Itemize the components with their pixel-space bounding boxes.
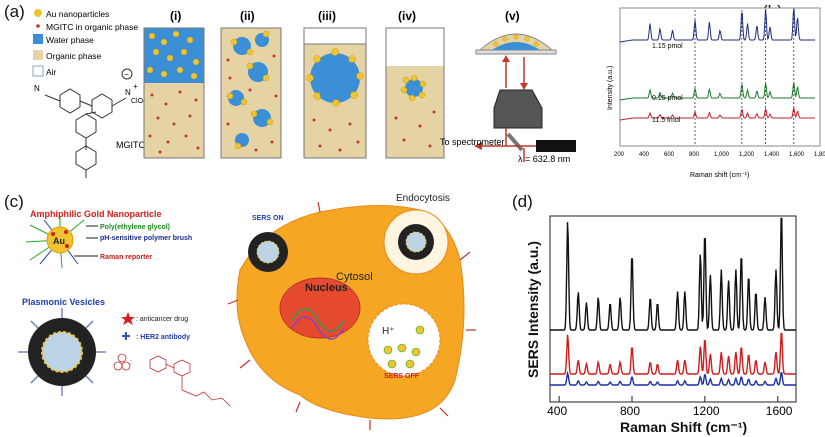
series-label-1: 1.15 pmol <box>652 43 683 50</box>
molecule-name: MGITC <box>116 140 145 150</box>
step-iv-label: (iv) <box>398 9 416 23</box>
cuvette-iv <box>385 27 445 159</box>
star-icon <box>121 312 135 325</box>
legend-organic-swatch <box>33 50 43 60</box>
panel-c-figure: Amphiphilic Gold Nanoparticle Au Poly(et… <box>8 193 476 430</box>
series-label-3: 11.5 fmol <box>652 117 681 124</box>
dna-strand <box>291 308 345 332</box>
chart-b-series-line <box>619 8 815 43</box>
n-right-label: N <box>125 88 131 97</box>
au-nanoparticle <box>25 216 85 269</box>
endocytosis-label: Endocytosis <box>396 193 450 204</box>
legend-au-np-label: Au nanoparticles <box>46 9 109 19</box>
chart-d-series-line <box>550 332 796 375</box>
raman-label: Raman reporter <box>100 254 152 261</box>
chart-b-xtick: 400 <box>639 152 650 158</box>
wavelength-label: λ = 632.8 nm <box>518 154 570 164</box>
chart-b-xtick: 1,800 <box>814 152 825 158</box>
lysosome <box>367 303 441 377</box>
cytosol-label: Cytosol <box>336 271 373 283</box>
sers-off-label: SERS OFF <box>384 373 420 380</box>
chart-b-ylabel: Intensity (a.u.) <box>607 66 614 110</box>
minus-sign: − <box>124 70 129 79</box>
panel-c-label: (c) <box>4 192 24 211</box>
mgitc-structure <box>44 88 127 178</box>
chart-b-xtick: 200 <box>614 152 625 158</box>
nucleus-label: Nucleus <box>305 282 348 294</box>
series-label-2: 0.15 pmol <box>652 95 683 102</box>
cuvette-i <box>143 27 205 159</box>
sers-on-label: SERS ON <box>252 215 284 222</box>
au-label: Au <box>53 236 65 246</box>
endosome-vesicle-core <box>405 231 427 253</box>
legend-air-swatch <box>32 65 44 77</box>
colon-label: : <box>130 359 132 366</box>
chart-b-xtick: 1,200 <box>739 152 755 158</box>
plus-sign: + <box>133 82 138 91</box>
vesicles-title: Plasmonic Vesicles <box>22 297 105 307</box>
peg-label: Poly(ethylene glycol) <box>100 224 170 231</box>
chart-d-xlabel: Raman Shift (cm⁻¹) <box>620 419 747 435</box>
amphiphilic-title: Amphiphilic Gold Nanoparticle <box>30 209 162 219</box>
legend-mgitc-label: MGITC in organic phase <box>46 22 138 32</box>
chart-d-ylabel: SERS Intensity (a.u.) <box>525 241 541 378</box>
droplet-setup <box>474 33 576 162</box>
chart-b-series-line <box>619 82 815 101</box>
drug-structure <box>113 353 231 407</box>
chart-b-xtick: 1,400 <box>764 152 780 158</box>
panel-b-chart: 200 400 600 800 1,000 1,200 1,400 1,600 1,800 Ra… <box>607 7 825 179</box>
nucleus <box>279 277 361 339</box>
chart-b-xtick: 1,000 <box>714 152 730 158</box>
minus-circle <box>121 68 133 80</box>
legend-au-np-icon <box>34 9 42 17</box>
step-i-label: (i) <box>170 9 181 23</box>
step-iii-label: (iii) <box>318 9 336 23</box>
chart-b-xtick: 800 <box>689 152 700 158</box>
spectrometer-label: To spectrometer <box>440 137 505 147</box>
released-particles <box>383 325 425 369</box>
antibody-icon <box>122 332 130 340</box>
chart-b-xlabel: Raman shift (cm⁻¹) <box>690 172 749 179</box>
chart-b-xtick: 600 <box>664 152 675 158</box>
cuvette-iii <box>303 27 367 159</box>
chart-b-frame <box>619 7 821 147</box>
legend-dot-icon <box>36 24 40 28</box>
chart-b-xtick: 1,600 <box>789 152 805 158</box>
step-ii-label: (ii) <box>240 9 255 23</box>
chart-b-series-line <box>619 106 815 121</box>
legend-water-swatch <box>33 34 43 44</box>
plasmonic-vesicle <box>18 308 106 396</box>
sers-on-core <box>256 240 280 264</box>
step-v-label: (v) <box>505 9 520 23</box>
legend-air-label: Air <box>46 67 57 77</box>
panel-d-label: (d) <box>512 192 533 211</box>
chart-d-xtick: 1600 <box>766 404 793 418</box>
chart-d-series-line <box>550 370 796 386</box>
panel-a-label: (a) <box>4 2 25 21</box>
n-left-label: N <box>34 84 40 93</box>
brush-label: pH-sensitive polymer brush <box>100 235 192 242</box>
legend-water-label: Water phase <box>46 35 94 45</box>
chart-d-series-line <box>550 217 796 331</box>
antibody-label: : HER2 antibody <box>136 334 190 341</box>
counter-ion: ClO4⁻ <box>131 98 151 105</box>
panel-d-chart: 400 800 1200 1600 Raman Shift (cm⁻¹) SERS I… <box>525 215 797 435</box>
drug-label: : anticancer drug <box>136 316 188 323</box>
chart-d-xtick: 400 <box>547 404 567 418</box>
chart-d-xtick: 1200 <box>693 404 720 418</box>
dna-strand-2 <box>291 316 345 340</box>
hplus-label: H⁺ <box>382 326 395 337</box>
panel-a-figure: Au nanoparticles MGITC in organic phase … <box>32 9 576 178</box>
receptor-arrows <box>227 201 476 430</box>
legend-organic-label: Organic phase <box>46 51 102 61</box>
chart-d-xtick: 800 <box>620 404 640 418</box>
cuvette-ii <box>220 27 282 159</box>
